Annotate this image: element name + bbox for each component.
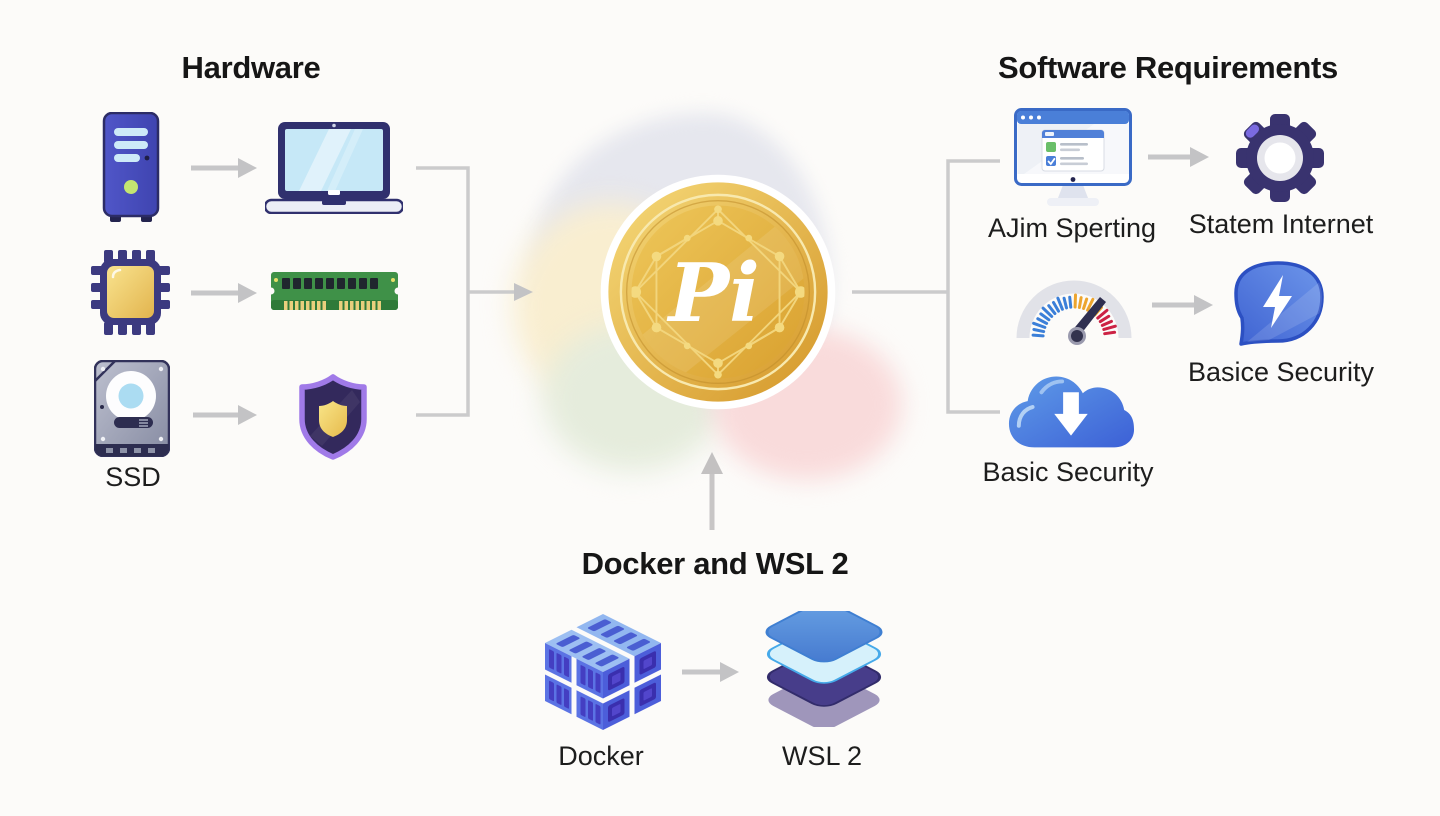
bolt-label: Basice Security (1187, 357, 1375, 387)
hard-drive-icon (94, 360, 170, 457)
ram-module-icon (271, 272, 399, 310)
wsl-label: WSL 2 (781, 741, 863, 771)
gear-icon (1236, 114, 1324, 202)
arrow-to-coin-left (514, 283, 533, 301)
cloud-download-icon (1008, 376, 1135, 448)
gear-label: Statem Internet (1188, 209, 1374, 239)
coin-network-nodes (631, 205, 805, 379)
docker-label: Docker (558, 741, 644, 771)
monitor-checklist-icon (1014, 108, 1132, 206)
lightning-badge-icon (1234, 261, 1324, 346)
pi-coin-icon: Pi (600, 174, 836, 410)
cpu-chip-icon (91, 250, 170, 335)
speed-gauge-icon (1016, 280, 1132, 345)
software-arrows (1148, 154, 1194, 308)
right-bracket (852, 159, 1000, 414)
coin-symbol: Pi (666, 246, 759, 341)
monitor-label: AJim Sperting (987, 213, 1157, 243)
docker-wsl-title: Docker and WSL 2 (581, 546, 849, 581)
security-shield-icon (299, 374, 367, 460)
left-bracket (416, 166, 516, 417)
docker-cube-icon (545, 614, 661, 730)
pc-tower-icon (102, 112, 160, 222)
hardware-arrowheads (238, 158, 257, 425)
hardware-arrows (191, 165, 238, 418)
cloud-label: Basic Security (982, 457, 1154, 487)
hardware-title: Hardware (181, 50, 321, 85)
software-arrowheads (1190, 147, 1213, 315)
up-arrowhead (701, 452, 723, 474)
ssd-label: SSD (105, 462, 161, 492)
laptop-icon (265, 122, 403, 214)
software-title: Software Requirements (998, 50, 1338, 85)
docker-arrowhead (720, 662, 739, 682)
wsl-layers-icon (765, 611, 883, 727)
